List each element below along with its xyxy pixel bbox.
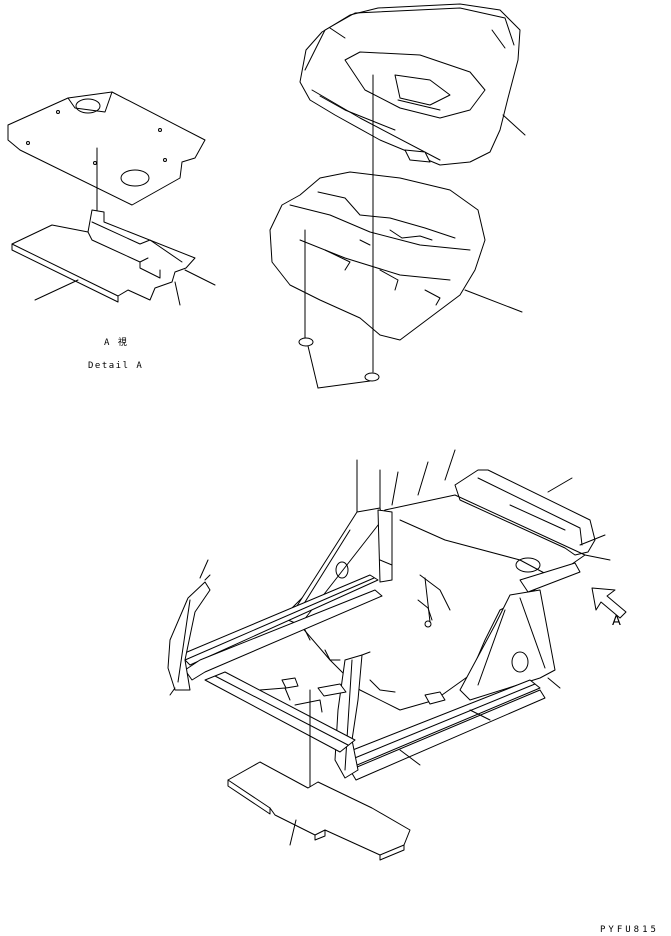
floor-insulation-mat [227,761,411,856]
detail-a-symbol: A 視 [104,336,128,348]
frame-left-upright [167,581,211,691]
drawing-code: PYFU815 [600,925,659,935]
seat-washer-left [298,337,314,347]
floor-frame-group: A [167,449,627,861]
view-arrow [591,587,627,619]
view-arrow-label: A [612,614,621,629]
seat-cushion [299,3,521,166]
seat-group [269,3,526,389]
detail-a-caption: Detail A [88,361,143,371]
frame-right-post [459,589,556,701]
seat-washer-right [364,372,380,382]
seat-base [269,171,486,341]
detail-a-insulation-mat [11,209,196,301]
frame-left-rail [179,574,379,666]
frame-top-bracket [454,469,596,556]
detail-a-group: A 視 Detail A [7,91,216,371]
frame-left-post [287,507,383,626]
detail-a-upper-plate [7,91,206,206]
